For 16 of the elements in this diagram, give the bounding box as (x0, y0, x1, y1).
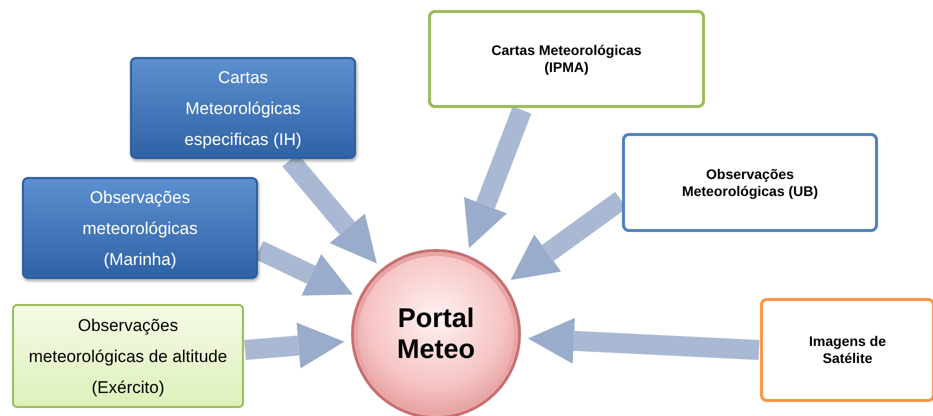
arrow (464, 106, 532, 248)
node-label: Imagens de Satélite (808, 333, 888, 367)
source-box (622, 133, 878, 232)
source-box (130, 57, 356, 159)
node-label: Cartas Meteorológicas (IPMA) (491, 42, 642, 76)
source-box (22, 177, 258, 279)
node-label: Observações meteorológicas de altitude (Exército) (28, 314, 228, 398)
node-label: Observações Meteorológicas (UB) (680, 166, 820, 200)
source-box (428, 10, 705, 108)
arrow (244, 322, 344, 368)
arrow (528, 318, 760, 364)
node-label: Portal Meteo (396, 303, 476, 365)
source-box (12, 304, 244, 408)
source-box (760, 298, 933, 402)
node-label: Cartas Meteorológicas especificas (IH) (183, 66, 303, 150)
node-label: Observações meteorológicas (Marinha) (81, 186, 199, 270)
